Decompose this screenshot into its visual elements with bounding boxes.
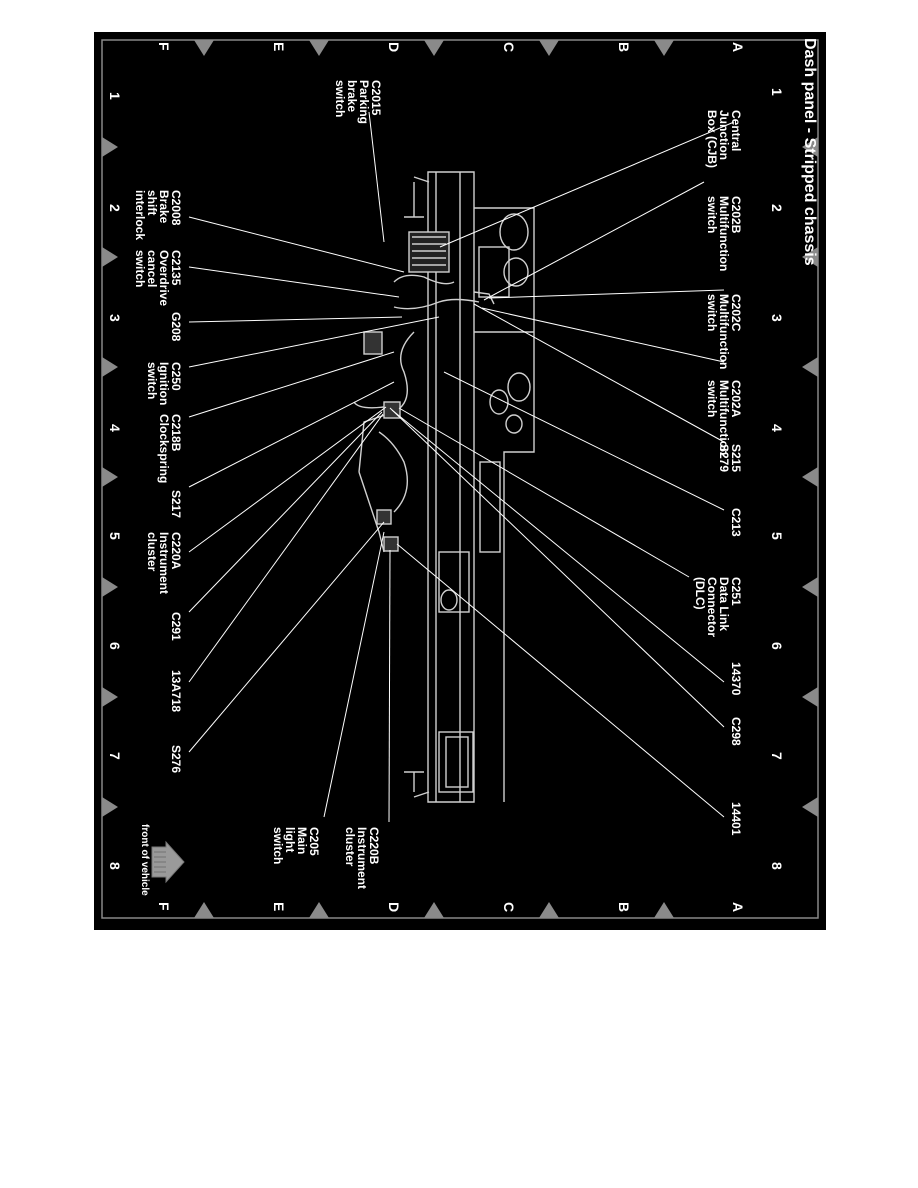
grid-col-label: 6: [769, 642, 785, 650]
grid-row-label: B: [616, 902, 632, 913]
grid-col-label: 7: [107, 752, 123, 760]
label-c2015: C2015 Parking brake switch: [333, 80, 383, 125]
label-c202c: C202C Multifunction switch: [705, 294, 743, 370]
grid-row-label: D: [386, 902, 402, 913]
grid-marker: [309, 40, 329, 56]
grid-row-label: C: [501, 902, 517, 913]
label-c213: C213: [729, 508, 743, 537]
diagram-title: Dash panel - Stripped chassis: [801, 38, 818, 266]
chassis-drawing: [353, 171, 535, 803]
grid-marker: [102, 467, 118, 487]
grid-col-label: 2: [107, 204, 123, 212]
label-c2135: C2135 Overdrive cancel switch: [133, 250, 183, 307]
grid-marker: [802, 357, 818, 377]
label-c202b: C202B Multifunction switch: [705, 196, 743, 272]
grid-marker: [539, 902, 559, 918]
grid-col-label: 4: [107, 424, 123, 432]
grid-marker: [654, 902, 674, 918]
grid-marker: [102, 687, 118, 707]
label-s217: S217: [169, 490, 183, 519]
label-14370: 14370: [729, 662, 743, 696]
grid-col-label: 2: [769, 204, 785, 212]
label-s276: S276: [169, 745, 183, 774]
grid-marker: [539, 40, 559, 56]
label-s215-s279: S215 S279: [717, 444, 743, 473]
grid-marker: [102, 577, 118, 597]
grid-col-label: 1: [107, 92, 123, 100]
grid-col-label: 8: [769, 862, 785, 870]
grid-marker: [802, 797, 818, 817]
grid-marker: [102, 247, 118, 267]
grid-col-label: 6: [107, 642, 123, 650]
grid-row-label: F: [156, 42, 172, 51]
label-c218b: C218B Clockspring: [157, 414, 183, 484]
grid-col-label: 5: [769, 532, 785, 540]
grid-marker: [424, 902, 444, 918]
diagram-drawing: [101, 39, 819, 919]
label-c250: C250 Ignition switch: [145, 362, 183, 406]
grid-col-label: 3: [769, 314, 785, 322]
leader-lines: [188, 111, 735, 823]
label-c205: C205 Main light switch: [271, 827, 321, 865]
label-c291: C291: [169, 612, 183, 641]
grid-marker: [102, 137, 118, 157]
grid-marker: [102, 357, 118, 377]
label-14401: 14401: [729, 802, 743, 836]
grid-col-label: 3: [107, 314, 123, 322]
front-of-vehicle-label: front of vehicle: [139, 824, 150, 896]
grid-marker: [802, 577, 818, 597]
label-c220a: C220A Instrument cluster: [145, 532, 183, 595]
label-c2008: C2008 Brake shift interlock: [133, 190, 183, 241]
grid-row-label: A: [730, 42, 746, 53]
label-g208: G208: [169, 312, 183, 342]
grid-marker: [802, 467, 818, 487]
grid-row-label: E: [271, 42, 287, 52]
grid-col-label: 1: [769, 88, 785, 96]
diagram-panel: Dash panel - Stripped chassis 1 2 3 4 5 …: [94, 32, 826, 930]
grid-marker: [424, 40, 444, 56]
grid-marker: [102, 797, 118, 817]
grid-marker: [309, 902, 329, 918]
label-13a718: 13A718: [169, 670, 183, 713]
label-central-junction-box: Central Junction Box (CJB): [705, 110, 743, 169]
arrow-right-icon: [151, 840, 185, 884]
grid-marker: [802, 687, 818, 707]
grid-col-label: 4: [769, 424, 785, 432]
grid-row-label: A: [730, 902, 746, 913]
label-c298: C298: [729, 717, 743, 746]
grid-marker: [802, 137, 818, 157]
grid-row-label: C: [501, 42, 517, 53]
grid-col-label: 5: [107, 532, 123, 540]
label-c220b: C220B Instrument cluster: [343, 827, 381, 890]
grid-marker: [194, 40, 214, 56]
grid-col-label: 7: [769, 752, 785, 760]
grid-row-label: E: [271, 902, 287, 912]
grid-row-label: B: [616, 42, 632, 53]
grid-markers: [102, 40, 818, 918]
grid-row-label: F: [156, 902, 172, 911]
grid-marker: [802, 247, 818, 267]
grid-marker: [654, 40, 674, 56]
label-c251-dlc: C251 Data Link Connector (DLC): [693, 577, 743, 637]
grid-row-label: D: [386, 42, 402, 53]
grid-col-label: 8: [107, 862, 123, 870]
grid-marker: [194, 902, 214, 918]
